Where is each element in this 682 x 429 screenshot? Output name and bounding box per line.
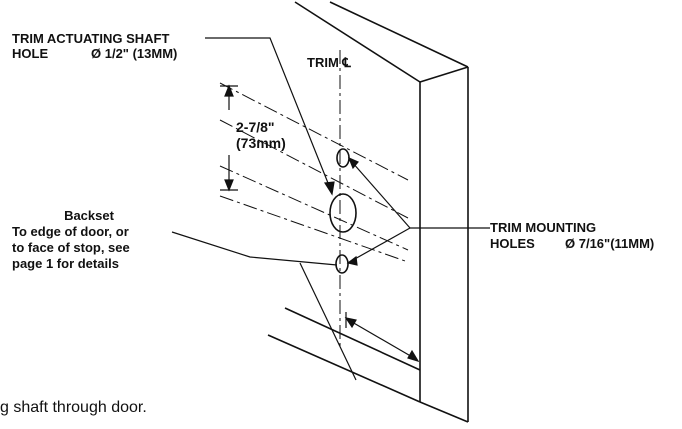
mounting-holes-leader bbox=[346, 156, 490, 266]
lower-mounting-hole bbox=[335, 254, 349, 274]
door-slab bbox=[267, 1, 469, 423]
mounting-holes-label-2: HOLES bbox=[490, 236, 535, 251]
shaft-hole-label-2: HOLE bbox=[12, 46, 49, 61]
backset-line-3: page 1 for details bbox=[12, 256, 119, 271]
backset-leader bbox=[171, 231, 357, 381]
backset-dimension bbox=[344, 312, 420, 363]
trim-centerline-label: TRIM ℄ bbox=[307, 55, 351, 70]
upper-mounting-hole bbox=[336, 148, 350, 168]
caption: g shaft through door. bbox=[0, 399, 147, 416]
spacing-dimension bbox=[220, 84, 238, 192]
shaft-hole-leader bbox=[205, 37, 335, 196]
shaft-hole-label: TRIM ACTUATING SHAFT bbox=[12, 31, 170, 46]
mounting-holes-size: Ø 7/16"(11MM) bbox=[565, 236, 655, 251]
backset-title: Backset bbox=[64, 208, 114, 223]
construction-lines bbox=[219, 50, 409, 350]
spacing-inches: 2-7/8" bbox=[236, 119, 275, 135]
backset-line-1: To edge of door, or bbox=[12, 224, 129, 239]
spacing-mm: (73mm) bbox=[236, 135, 286, 151]
shaft-hole bbox=[329, 193, 357, 233]
shaft-hole-size: Ø 1/2" (13MM) bbox=[91, 46, 178, 61]
mounting-holes-label: TRIM MOUNTING bbox=[490, 220, 597, 235]
backset-line-2: to face of stop, see bbox=[12, 240, 130, 255]
